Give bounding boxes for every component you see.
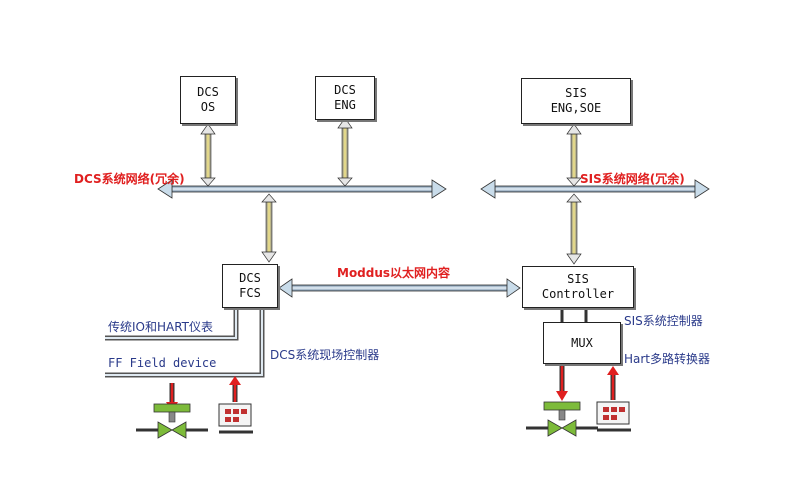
dcs-fcs-line2: FCS [239,286,261,300]
sis-controller-box: SIS Controller [522,266,634,308]
sis-controller-line1: SIS [567,272,589,286]
dcs-eng-box: DCS ENG [315,76,375,120]
hart-mux-label: Hart多路转换器 [624,352,711,366]
arrow-to-sis-valve [556,363,568,401]
dcs-controller-label: DCS系统现场控制器 [270,348,380,362]
ff-field-bus [105,308,265,378]
sis-eng-line1: SIS [565,86,587,100]
connector-dcs-os [200,123,216,187]
sis-controller-label: SIS系统控制器 [624,314,703,328]
connector-dcs-eng [337,117,353,187]
dcs-network-label: DCS系统网络(冗余) [74,172,185,186]
sis-network-bus [480,179,710,199]
sis-control-valve-icon [526,401,598,437]
dcs-control-valve-icon [136,403,208,439]
dcs-eng-line2: ENG [334,98,356,112]
connector-sis-eng [566,123,582,187]
modbus-label: Moddus以太网内容 [337,266,451,280]
dcs-fcs-box: DCS FCS [222,264,278,308]
traditional-io-label: 传统IO和HART仪表 [108,320,214,334]
sis-transmitter-icon [596,401,631,432]
mux-label: MUX [571,335,593,350]
connector-sis-controller [566,193,582,265]
dcs-eng-line1: DCS [334,83,356,97]
dcs-os-line2: OS [200,100,216,114]
dcs-os-box: DCS OS [180,76,236,124]
dcs-network-bus [157,179,447,199]
modbus-link [278,278,521,298]
sis-eng-line2: ENG,SOE [550,101,602,115]
arrow-from-sis-transmitter [607,366,619,400]
dcs-transmitter-icon [218,403,253,434]
sis-eng-box: SIS ENG,SOE [521,78,631,124]
sis-network-label: SIS系统网络(冗余) [580,172,685,186]
sis-mux-links [560,308,588,322]
arrow-from-dcs-transmitter [229,376,241,402]
mux-box: MUX [543,322,621,364]
dcs-os-line1: DCS [197,85,219,99]
connector-dcs-fcs [261,193,277,263]
ff-field-label: FF Field device [108,356,217,370]
traditional-io-bus [105,308,239,341]
sis-controller-line2: Controller [541,287,615,301]
dcs-fcs-line1: DCS [239,271,261,285]
